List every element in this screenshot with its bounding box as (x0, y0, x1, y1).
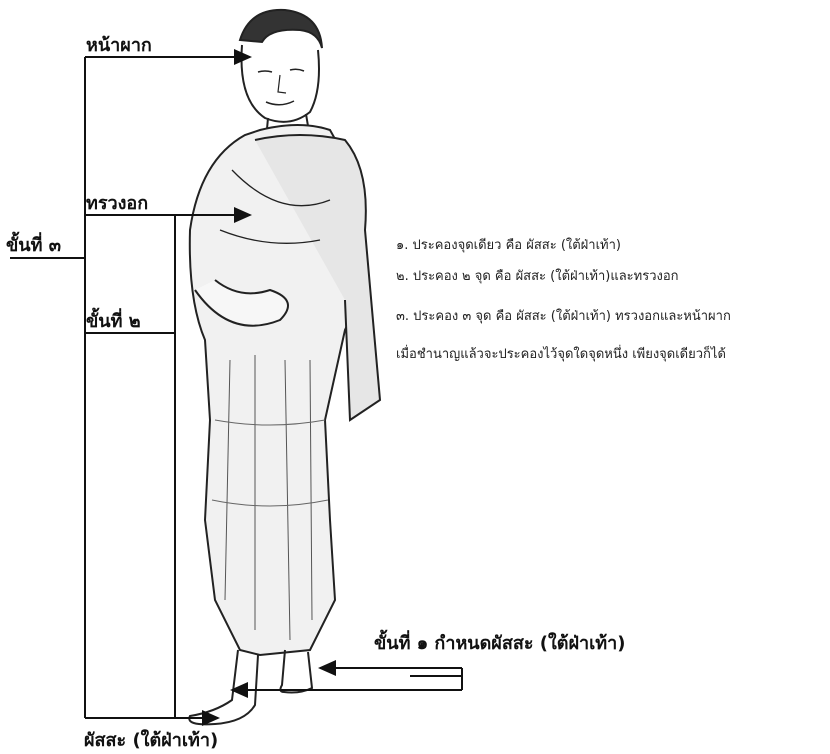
step3-label: ขั้นที่ ๓ (6, 230, 61, 259)
step2-label: ขั้นที่ ๒ (86, 306, 141, 335)
chest-label: ทรวงอก (86, 188, 148, 217)
note-item: เมื่อชำนาญแล้วจะประคองไว้จุดใดจุดหนึ่ง เ… (396, 343, 726, 364)
forehead-label: หน้าผาก (86, 30, 152, 59)
standing-figure-illustration (189, 10, 380, 724)
step1-label: ขั้นที่ ๑ กำหนดผัสสะ (ใต้ฝ่าเท้า) (374, 628, 625, 657)
note-item: ๒. ประคอง ๒ จุด คือ ผัสสะ (ใต้ฝ่าเท้า)แล… (396, 265, 679, 286)
sole-label: ผัสสะ (ใต้ฝ่าเท้า) (84, 725, 218, 754)
note-item: ๓. ประคอง ๓ จุด คือ ผัสสะ (ใต้ฝ่าเท้า) ท… (396, 305, 731, 326)
note-item: ๑. ประคองจุดเดียว คือ ผัสสะ (ใต้ฝ่าเท้า) (396, 234, 621, 255)
